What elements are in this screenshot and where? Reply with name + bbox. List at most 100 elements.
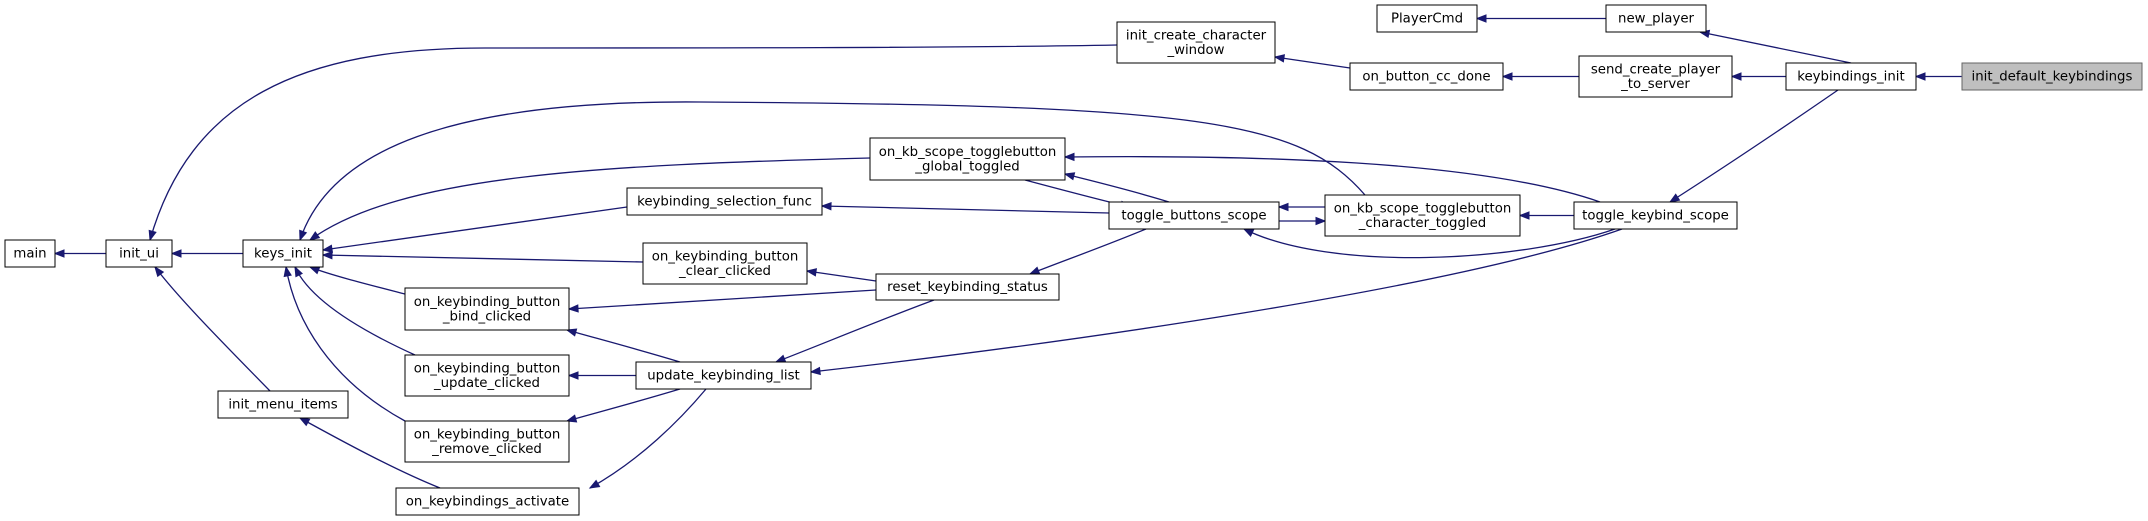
node-label: init_create_character [1126, 28, 1267, 43]
node-box[interactable] [1961, 62, 2143, 91]
edge-on_kb_scope_togglebutton_global_toggled-to-keys_init [308, 157, 871, 241]
edge-toggle_keybind_scope-to-on_kb_scope_togglebutton_global_toggled [1063, 152, 1601, 203]
node-label: on_keybinding_button [414, 361, 561, 376]
node-update_keybinding_list[interactable]: update_keybinding_list [635, 361, 812, 390]
node-label: toggle_keybind_scope [1582, 209, 1729, 224]
edge-line [806, 270, 877, 282]
node-on_kb_scope_togglebutton_global_toggled[interactable]: on_kb_scope_togglebutton_global_toggled [869, 137, 1066, 181]
node-label: _window [1166, 43, 1224, 58]
edge-arrowhead [774, 354, 787, 363]
edge-arrowhead [283, 265, 292, 278]
node-box[interactable] [395, 487, 580, 516]
edge-line [309, 266, 406, 295]
node-box[interactable] [1785, 62, 1917, 91]
edge-arrowhead [308, 231, 321, 241]
edge-arrowhead [299, 229, 308, 242]
edge-keybindings_init-to-toggle_keybind_scope [1668, 89, 1839, 203]
node-on_kb_scope_togglebutton_character_toggled[interactable]: on_kb_scope_togglebutton_character_toggl… [1324, 194, 1521, 237]
edge-arrowhead [1518, 211, 1530, 220]
edge-toggle_keybind_scope-to-update_keybinding_list [809, 228, 1623, 376]
edge-arrowhead [1063, 152, 1075, 162]
node-box[interactable] [4, 239, 56, 268]
edge-update_keybinding_list-to-on_keybinding_button_update_clicked [567, 371, 636, 380]
node-label: send_create_player [1591, 62, 1721, 77]
edge-line [589, 388, 707, 489]
node-box[interactable] [242, 239, 324, 268]
edge-update_keybinding_list-to-on_keybinding_button_remove_clicked [565, 388, 681, 423]
edge-line [154, 266, 271, 392]
node-toggle_buttons_scope[interactable]: toggle_buttons_scope [1108, 201, 1280, 230]
node-box[interactable] [105, 239, 173, 268]
edge-toggle_buttons_scope-to-on_kb_scope_togglebutton_character_toggled [1279, 216, 1327, 226]
node-box[interactable] [1605, 4, 1707, 33]
node-main[interactable]: main [4, 239, 56, 268]
node-box[interactable] [875, 273, 1060, 301]
node-box[interactable] [404, 354, 570, 397]
node-init_default_keybindings[interactable]: init_default_keybindings [1961, 62, 2143, 91]
node-box[interactable] [1573, 201, 1738, 230]
edge-arrowhead [53, 249, 65, 258]
edge-arrowhead [1668, 193, 1681, 203]
node-toggle_keybind_scope[interactable]: toggle_keybind_scope [1573, 201, 1738, 230]
node-label: on_kb_scope_togglebutton [1334, 201, 1512, 216]
node-init_create_character_window[interactable]: init_create_character_window [1116, 21, 1276, 64]
node-box[interactable] [1578, 55, 1733, 98]
node-on_keybinding_button_bind_clicked[interactable]: on_keybinding_button_bind_clicked [404, 287, 570, 331]
node-label: on_keybinding_button [652, 249, 799, 264]
node-box[interactable] [404, 287, 570, 331]
node-box[interactable] [626, 187, 823, 216]
edge-toggle_buttons_scope-to-on_kb_scope_togglebutton_global_toggled [1063, 172, 1170, 203]
edge-arrowhead [170, 249, 182, 258]
node-PlayerCmd[interactable]: PlayerCmd [1376, 4, 1478, 33]
edge-line [775, 299, 935, 363]
node-keybindings_init[interactable]: keybindings_init [1785, 62, 1917, 91]
node-init_ui[interactable]: init_ui [105, 239, 173, 268]
node-on_button_cc_done[interactable]: on_button_cc_done [1349, 62, 1504, 91]
node-box[interactable] [1116, 21, 1276, 64]
node-box[interactable] [1324, 194, 1521, 237]
edge-line [1274, 56, 1351, 69]
node-box[interactable] [1349, 62, 1504, 91]
edge-arrowhead [805, 268, 817, 277]
node-keybinding_selection_func[interactable]: keybinding_selection_func [626, 187, 823, 216]
edge-line [149, 44, 1118, 241]
node-label: init_menu_items [228, 398, 337, 413]
node-reset_keybinding_status[interactable]: reset_keybinding_status [875, 273, 1060, 301]
node-label: _global_toggled [914, 159, 1019, 174]
node-box[interactable] [404, 420, 570, 463]
node-init_menu_items[interactable]: init_menu_items [217, 390, 349, 419]
edge-reset_keybinding_status-to-on_keybinding_button_bind_clicked [567, 289, 877, 313]
edge-keybindings_init-to-send_create_player_to_server [1730, 72, 1786, 81]
edge-arrowhead [1914, 72, 1926, 81]
edge-line [294, 266, 416, 356]
node-on_keybindings_activate[interactable]: on_keybindings_activate [395, 487, 580, 516]
edge-arrowhead [308, 266, 321, 275]
node-label: reset_keybinding_status [887, 280, 1048, 295]
edge-arrowhead [565, 328, 578, 337]
node-box[interactable] [1376, 4, 1478, 33]
node-box[interactable] [1108, 201, 1280, 230]
node-keys_init[interactable]: keys_init [242, 239, 324, 268]
node-box[interactable] [635, 361, 812, 390]
node-box[interactable] [642, 242, 808, 285]
node-send_create_player_to_server[interactable]: send_create_player_to_server [1578, 55, 1733, 98]
edge-arrowhead [1501, 72, 1513, 81]
node-label: _clear_clicked [678, 264, 771, 279]
node-box[interactable] [217, 390, 349, 419]
edge-arrowhead [1273, 54, 1285, 63]
edge-line [1064, 155, 1601, 203]
node-on_keybinding_button_remove_clicked[interactable]: on_keybinding_button_remove_clicked [404, 420, 570, 463]
node-on_keybinding_button_clear_clicked[interactable]: on_keybinding_button_clear_clicked [642, 242, 808, 285]
edge-line [1699, 31, 1852, 64]
node-box[interactable] [869, 137, 1066, 181]
edge-reset_keybinding_status-to-on_keybinding_button_clear_clicked [805, 268, 877, 282]
node-label: on_keybinding_button [414, 427, 561, 442]
edge-on_keybindings_activate-to-init_menu_items [298, 417, 441, 489]
node-label: on_kb_scope_togglebutton [879, 145, 1057, 160]
node-label: _remove_clicked [431, 442, 542, 457]
node-label: _update_clicked [433, 376, 540, 391]
node-new_player[interactable]: new_player [1605, 4, 1707, 33]
node-on_keybinding_button_update_clicked[interactable]: on_keybinding_button_update_clicked [404, 354, 570, 397]
edge-arrowhead [321, 244, 333, 253]
